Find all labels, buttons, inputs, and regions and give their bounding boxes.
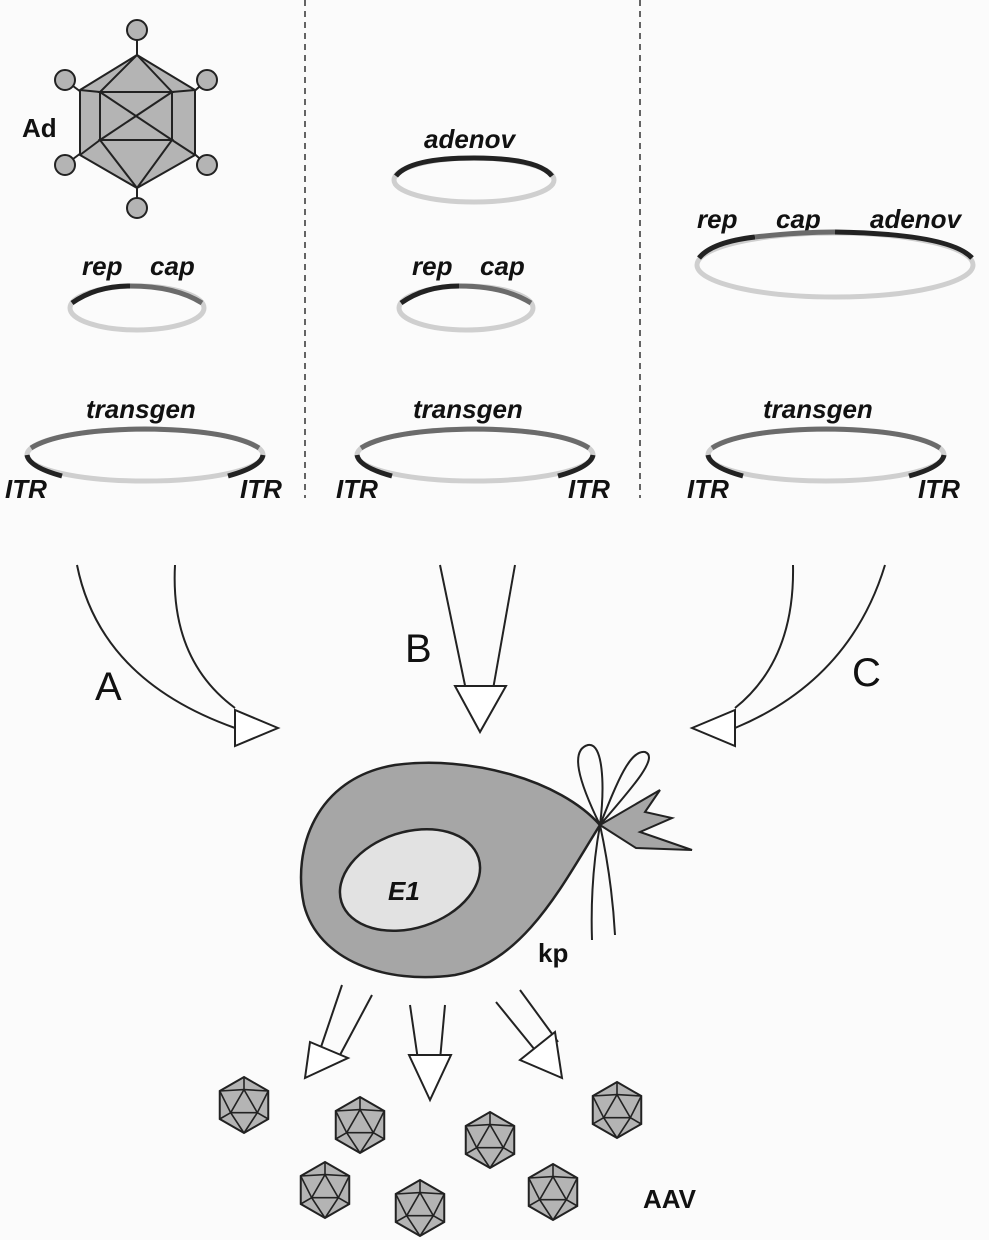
transgene-plasmid-c (708, 429, 944, 481)
itr-left-label-c: ITR (687, 474, 729, 504)
aav-capsid-icon (301, 1162, 349, 1218)
output-arrow-1 (305, 985, 372, 1078)
aav-capsid-icon (593, 1082, 641, 1138)
aav-capsid-icon (336, 1097, 384, 1153)
itr-right-label-b: ITR (568, 474, 610, 504)
aav-capsid-icon (466, 1112, 514, 1168)
transgene-label-c: transgen (763, 394, 873, 424)
itr-right-label-c: ITR (918, 474, 960, 504)
rep-cap-plasmid-b (399, 286, 533, 330)
rep-label-b: rep (412, 251, 453, 281)
path-b-label: B (405, 627, 432, 671)
cell-bag-icon (301, 745, 692, 977)
output-arrow-3 (496, 990, 562, 1078)
path-c-label: C (852, 651, 881, 695)
cap-label-a: cap (150, 251, 195, 281)
transgene-plasmid-a (27, 429, 263, 481)
arrow-c-inner (735, 565, 793, 708)
path-a-label: A (95, 665, 122, 709)
adenov-label-b: adenov (424, 124, 517, 154)
adenov-plasmid-b (394, 158, 554, 202)
rep-label-a: rep (82, 251, 123, 281)
cap-label-c: cap (776, 204, 821, 234)
rep-cap-plasmid-a (70, 286, 204, 330)
rep-cap-adenov-plasmid-c (697, 232, 973, 297)
aav-label: AAV (643, 1184, 697, 1214)
output-arrow-2 (409, 1005, 451, 1100)
transgene-label-b: transgen (413, 394, 523, 424)
transgene-label-a: transgen (86, 394, 196, 424)
rep-label-c: rep (697, 204, 738, 234)
nucleus-label: E1 (388, 876, 420, 906)
cap-label-b: cap (480, 251, 525, 281)
itr-right-label-a: ITR (240, 474, 282, 504)
itr-left-label-a: ITR (5, 474, 47, 504)
adenovirus-label: Ad (22, 113, 57, 143)
adenov-label-c: adenov (870, 204, 963, 234)
adenovirus-icon (55, 20, 217, 218)
arrow-b (440, 565, 515, 732)
kp-label: kp (538, 938, 568, 968)
arrow-a-inner (175, 565, 235, 708)
aav-capsid-icon (396, 1180, 444, 1236)
itr-left-label-b: ITR (336, 474, 378, 504)
transgene-plasmid-b (357, 429, 593, 481)
aav-capsid-icon (220, 1077, 268, 1133)
arrow-a-outer (77, 565, 278, 746)
aav-capsid-icon (529, 1164, 577, 1220)
